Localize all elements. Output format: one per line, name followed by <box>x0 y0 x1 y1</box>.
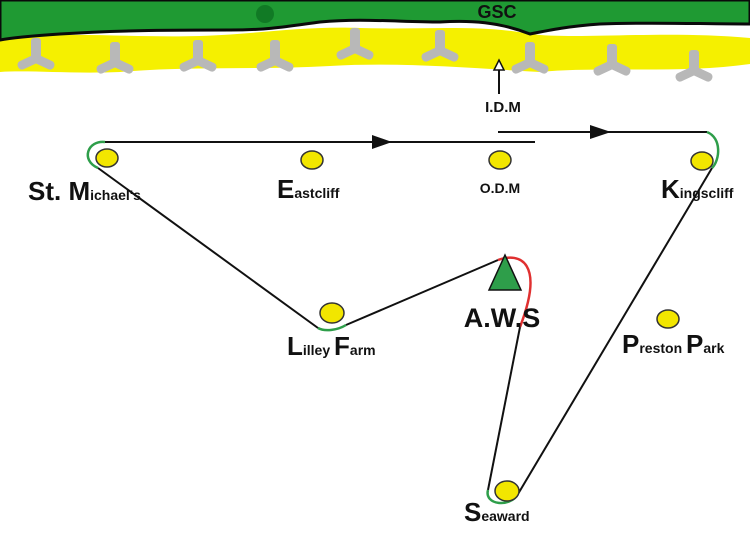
course-arrow-2 <box>590 125 611 139</box>
groyne-6 <box>421 30 459 62</box>
mark-preston-park: Preston Park <box>622 309 725 359</box>
course-leg-stmichaels-lilley <box>97 167 319 329</box>
groyne-8 <box>593 44 631 76</box>
idm-arrow-head <box>492 58 506 71</box>
mark-label-eastcliff: Eastcliff <box>277 174 340 204</box>
yellow-buoy-icon <box>690 151 714 171</box>
idm-label: I.D.M <box>485 99 521 116</box>
mark-label-st-michaels: St. Michael's <box>28 176 141 206</box>
yellow-buoy-icon <box>488 150 512 170</box>
mark-label-seaward: Seaward <box>464 497 530 527</box>
groyne-5 <box>336 28 374 60</box>
yellow-buoy-icon <box>319 302 345 324</box>
mark-label-lilley-farm: Lilley Farm <box>287 331 376 361</box>
mark-label-odm: O.D.M <box>480 180 520 196</box>
idm-pointer: I.D.M <box>485 58 521 116</box>
mark-odm: O.D.M <box>480 150 520 196</box>
mark-kingscliff: Kingscliff <box>661 151 734 204</box>
course-leg-lilley-aws <box>345 259 499 326</box>
course-route <box>86 125 720 505</box>
marks: St. Michael's Eastcliff O.D.M Kingscliff… <box>28 148 734 527</box>
groyne-3 <box>179 40 217 72</box>
mark-seaward: Seaward <box>464 480 530 527</box>
mark-eastcliff: Eastcliff <box>277 150 340 204</box>
green-dot <box>256 5 274 23</box>
mark-aws: A.W.S <box>464 253 541 333</box>
yellow-buoy-icon <box>656 309 680 329</box>
groyne-9 <box>675 50 713 82</box>
groyne-1 <box>17 38 55 70</box>
yellow-buoy-icon <box>300 150 324 170</box>
groyne-7 <box>511 42 549 74</box>
yellow-buoy-icon <box>95 148 119 168</box>
rounding-stmichaels <box>86 140 106 170</box>
groyne-2 <box>96 42 134 74</box>
mark-label-preston-park: Preston Park <box>622 329 725 359</box>
course-leg-seaward-kingscliff <box>517 167 713 495</box>
course-arrow-1 <box>372 135 392 149</box>
club-label: GSC <box>477 2 516 22</box>
land-area <box>0 0 750 42</box>
rounding-lilley <box>317 323 347 332</box>
course-leg-aws-seaward <box>487 326 521 491</box>
green-triangle-icon <box>487 253 523 291</box>
groyne-4 <box>256 40 294 72</box>
mark-label-aws: A.W.S <box>464 303 541 333</box>
mark-st-michaels: St. Michael's <box>28 148 141 206</box>
mark-label-kingscliff: Kingscliff <box>661 174 734 204</box>
yellow-buoy-icon <box>494 480 520 502</box>
groynes <box>17 28 713 82</box>
rounding-kingscliff <box>706 130 720 169</box>
mark-lilley-farm: Lilley Farm <box>287 302 376 361</box>
